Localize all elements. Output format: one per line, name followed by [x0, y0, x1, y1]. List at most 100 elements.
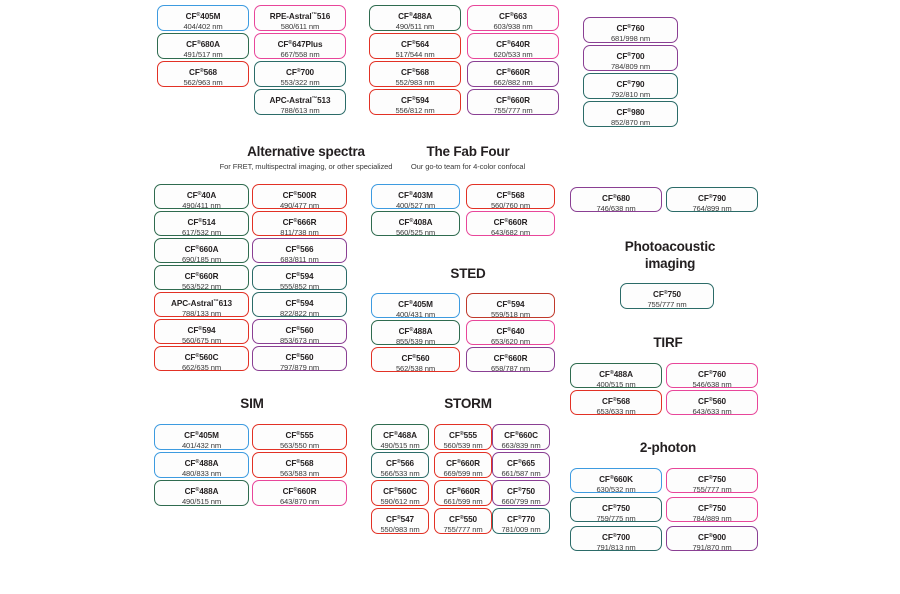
dye-name: CF®665 — [507, 459, 535, 468]
dye-spectra: 556/812 nm — [395, 106, 435, 115]
dye-name: CF®980 — [616, 108, 645, 117]
dye-spectra: 400/515 nm — [596, 380, 636, 388]
trademark-symbol: ® — [506, 68, 511, 74]
dye-name: CF®660R — [184, 272, 219, 281]
dye-spectra: 788/613 nm — [280, 106, 320, 115]
trademark-symbol: ® — [195, 459, 200, 465]
dye-spectra: 662/635 nm — [181, 363, 222, 371]
dye-name: CF®560C — [383, 487, 417, 496]
dye-spectra: 517/544 nm — [395, 50, 435, 59]
trademark-symbol: ® — [708, 397, 713, 403]
section-title-fab-four: The Fab Four — [426, 144, 510, 159]
trademark-symbol: ® — [198, 326, 203, 332]
dye-spectra: 491/517 nm — [183, 50, 223, 59]
dye-spectra: 683/811 nm — [280, 255, 319, 263]
dye-name: CF®750 — [653, 290, 681, 299]
dye-name: CF®488A — [398, 12, 432, 21]
trademark-symbol: ® — [507, 191, 512, 197]
dye-name: CF®560 — [698, 397, 726, 406]
dye-name: CF®500R — [282, 191, 317, 200]
dye-name: CF®660R — [496, 68, 530, 77]
trademark-symbol: ® — [459, 515, 464, 521]
trademark-symbol: ® — [296, 431, 301, 437]
dye-name: CF®700 — [602, 533, 630, 542]
dye-name: CF®40A — [186, 191, 217, 200]
